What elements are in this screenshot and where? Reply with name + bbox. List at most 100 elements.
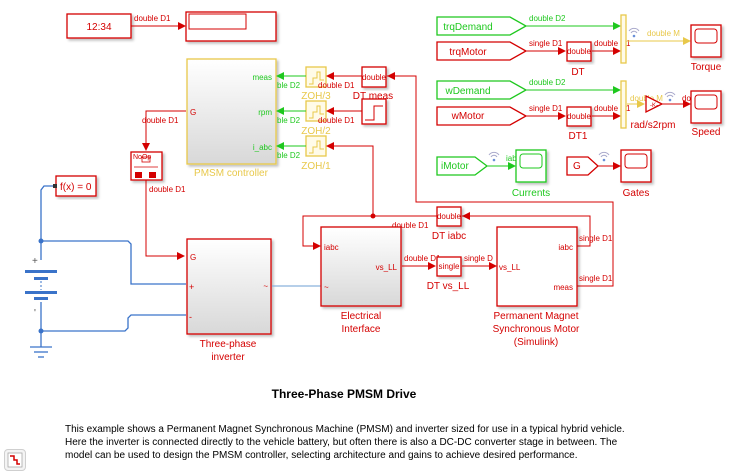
- dt1-text: double: [567, 112, 592, 121]
- mux-speed[interactable]: [620, 80, 627, 129]
- battery-icon[interactable]: + ': [25, 256, 57, 331]
- g-label: G: [573, 161, 581, 172]
- goto-w-demand[interactable]: wDemand: [436, 80, 528, 100]
- signal-label: single D1: [529, 39, 563, 48]
- gain-block[interactable]: -K-: [645, 94, 664, 114]
- zoh1-label: ZOH/1: [301, 161, 331, 172]
- signal-line: [142, 110, 186, 151]
- currents-scope[interactable]: [515, 149, 547, 183]
- electrical-label-2: Interface: [342, 324, 381, 335]
- port-vs-ll: vs_LL: [499, 263, 521, 272]
- port-meas: meas: [252, 73, 272, 82]
- wifi-icon: [628, 27, 640, 38]
- dt-label: DT: [571, 67, 584, 78]
- wifi-icon: [598, 151, 610, 162]
- signal-label: single D1: [579, 274, 613, 283]
- noop-block[interactable]: NoOp: [130, 151, 163, 181]
- port-vs-ll: vs_LL: [376, 263, 398, 272]
- pmsm-controller-block[interactable]: meas rpm i_abc G: [186, 58, 277, 165]
- torque-scope-label: Torque: [691, 62, 722, 73]
- signal-label: double D1: [318, 81, 355, 90]
- motor-label-2: Synchronous Motor: [493, 324, 580, 335]
- battery-plus: +: [32, 256, 38, 267]
- pmsm-motor-block[interactable]: vs_LL iabc meas: [496, 226, 578, 307]
- step-signal-icon: [7, 452, 23, 468]
- description-line: Here the inverter is connected directly …: [65, 437, 618, 448]
- dt-meas-block[interactable]: double: [361, 66, 387, 88]
- goto-trq-demand[interactable]: trqDemand: [436, 16, 528, 36]
- dt-vsll-label: DT vs_LL: [427, 281, 470, 292]
- w-motor-label: wMotor: [451, 111, 485, 122]
- port-ac: ~: [263, 282, 268, 291]
- motor-label-3: (Simulink): [514, 337, 558, 348]
- signal-line: [302, 215, 437, 250]
- currents-scope-label: Currents: [512, 188, 550, 199]
- signal-line: [326, 142, 374, 216]
- from-g[interactable]: G: [566, 156, 599, 176]
- signal-label: single D1: [579, 234, 613, 243]
- signal-label: double D2: [529, 14, 566, 23]
- rpm-conversion-block[interactable]: [361, 98, 387, 125]
- physical-line: [41, 240, 186, 285]
- wifi-icon: [488, 151, 500, 162]
- inverter-block[interactable]: G + - ~: [186, 238, 272, 335]
- dt-iabc-block[interactable]: double: [436, 206, 462, 227]
- port-g: G: [190, 253, 196, 262]
- speed-scope[interactable]: [690, 90, 722, 124]
- signal-label: double M: [647, 29, 680, 38]
- goto-trq-motor[interactable]: trqMotor: [436, 41, 528, 61]
- trq-motor-label: trqMotor: [449, 47, 487, 58]
- inverter-label-1: Three-phase: [200, 339, 257, 350]
- dt-meas-text: double: [362, 73, 387, 82]
- solver-config-text: f(x) = 0: [60, 182, 92, 193]
- zoh3-label: ZOH/3: [301, 91, 331, 102]
- model-title: Three-Phase PMSM Drive: [271, 387, 417, 401]
- signal-label: double D1: [404, 254, 441, 263]
- electrical-interface-block[interactable]: iabc vs_LL ~: [320, 226, 402, 307]
- dt1-speed-block[interactable]: double: [566, 106, 592, 127]
- signal-label: double D1: [149, 185, 186, 194]
- signal-line: [145, 180, 185, 260]
- port-g: G: [190, 108, 196, 117]
- description-line: model can be used to design the PMSM con…: [65, 450, 578, 461]
- torque-scope[interactable]: [690, 24, 722, 58]
- physical-line: [40, 185, 56, 260]
- goto-w-motor[interactable]: wMotor: [436, 106, 528, 126]
- port-iabc: iabc: [324, 243, 339, 252]
- dt-vsll-block[interactable]: single: [436, 256, 462, 277]
- trq-demand-label: trqDemand: [443, 22, 492, 33]
- inverter-label-2: inverter: [211, 352, 245, 363]
- from-imotor[interactable]: iMotor: [436, 156, 489, 176]
- mux-torque[interactable]: [620, 14, 627, 64]
- dt-vsll-text: single: [439, 262, 460, 271]
- zoh2-label: ZOH/2: [301, 126, 331, 137]
- clock-block[interactable]: 12:34: [66, 13, 132, 39]
- physical-line: [41, 314, 186, 332]
- signal-label: double D1: [594, 104, 631, 113]
- signal-label: iabc: [506, 154, 521, 163]
- gates-scope[interactable]: [620, 149, 652, 183]
- port-ac: ~: [324, 283, 329, 292]
- signal-label: ble D2: [277, 151, 301, 160]
- gain-text: -K-: [650, 103, 658, 109]
- dt-text: double: [567, 47, 592, 56]
- dt-torque-block[interactable]: double: [566, 41, 592, 62]
- battery-minus: ': [34, 308, 36, 319]
- signal-line: [462, 215, 591, 247]
- zoh1-block[interactable]: [305, 135, 327, 157]
- speed-scope-label: Speed: [692, 127, 721, 138]
- dt-iabc-label: DT iabc: [432, 231, 466, 242]
- signal-label: double D2: [529, 78, 566, 87]
- wifi-icon: [664, 91, 676, 102]
- solver-config-block[interactable]: f(x) = 0: [55, 175, 97, 197]
- port-rpm: rpm: [258, 108, 272, 117]
- signal-label: single D: [464, 254, 493, 263]
- electrical-label-1: Electrical: [341, 311, 382, 322]
- ground-icon: [30, 331, 52, 358]
- signal-label: double D1: [318, 116, 355, 125]
- signal-label: ble D2: [277, 81, 301, 90]
- clock-value: 12:34: [86, 22, 111, 33]
- display-block[interactable]: [185, 11, 277, 42]
- simulation-data-inspector-button[interactable]: [4, 449, 26, 471]
